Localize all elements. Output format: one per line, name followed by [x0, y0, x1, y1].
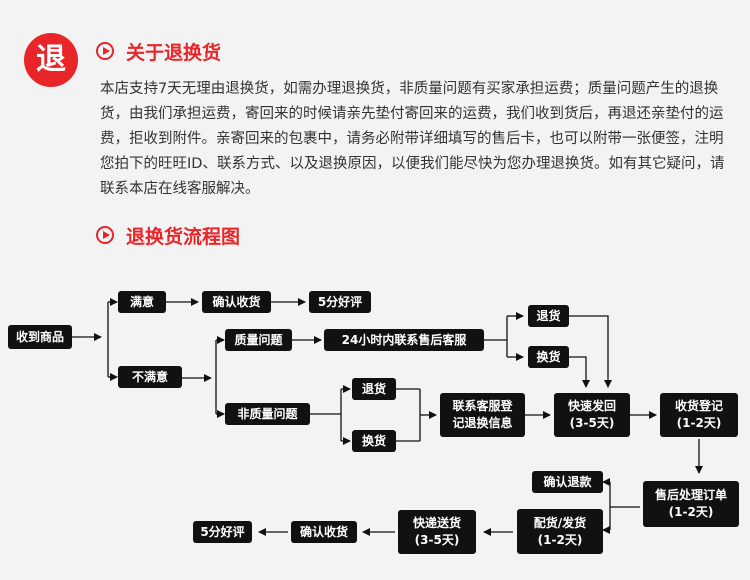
- flow-node-register-info: 联系客服登记退换信息: [440, 393, 525, 437]
- section-title-flowchart: 退换货流程图: [96, 221, 240, 249]
- flow-node-quality-issue: 质量问题: [225, 329, 292, 351]
- flow-node-received: 收到商品: [8, 325, 72, 349]
- flow-node-express-deliver: 快递送货(3-5天): [398, 510, 476, 554]
- flow-node-confirm-refund: 确认退款: [532, 471, 603, 493]
- flow-node-receive-register: 收货登记(1-2天): [660, 393, 738, 437]
- flow-node-contact-24h: 24小时内联系售后客服: [324, 329, 484, 351]
- flow-node-non-quality-issue: 非质量问题: [225, 403, 310, 425]
- section-title-about-returns: 关于退换货: [96, 37, 221, 65]
- play-circle-icon: [96, 42, 114, 60]
- section-title-text: 关于退换货: [126, 41, 222, 64]
- flow-node-ship: 配货/发货(1-2天): [517, 509, 603, 554]
- return-badge-icon: 退: [24, 33, 78, 87]
- flow-node-satisfied: 满意: [118, 291, 166, 313]
- return-policy-paragraph: 本店支持7天无理由退换货，如需办理退换货，非质量问题有买家承担运费；质量问题产生…: [100, 81, 725, 197]
- flow-node-return-nonquality: 退货: [352, 378, 396, 400]
- flow-node-unsatisfied: 不满意: [118, 366, 182, 388]
- flow-node-confirm-receipt: 确认收货: [202, 291, 271, 313]
- flow-node-confirm-receipt-final: 确认收货: [291, 521, 357, 543]
- play-circle-icon: [96, 226, 114, 244]
- flow-node-exchange-quality: 换货: [528, 346, 569, 368]
- flow-node-return-quality: 退货: [528, 305, 569, 327]
- section-title-text: 退换货流程图: [126, 225, 241, 248]
- flow-node-after-sales: 售后处理订单(1-2天): [643, 481, 739, 527]
- flow-node-exchange-nonquality: 换货: [352, 430, 396, 452]
- flow-node-express-send: 快速发回(3-5天): [554, 393, 630, 437]
- flow-node-good-review: 5分好评: [309, 291, 371, 313]
- flow-node-good-review-final: 5分好评: [193, 521, 252, 543]
